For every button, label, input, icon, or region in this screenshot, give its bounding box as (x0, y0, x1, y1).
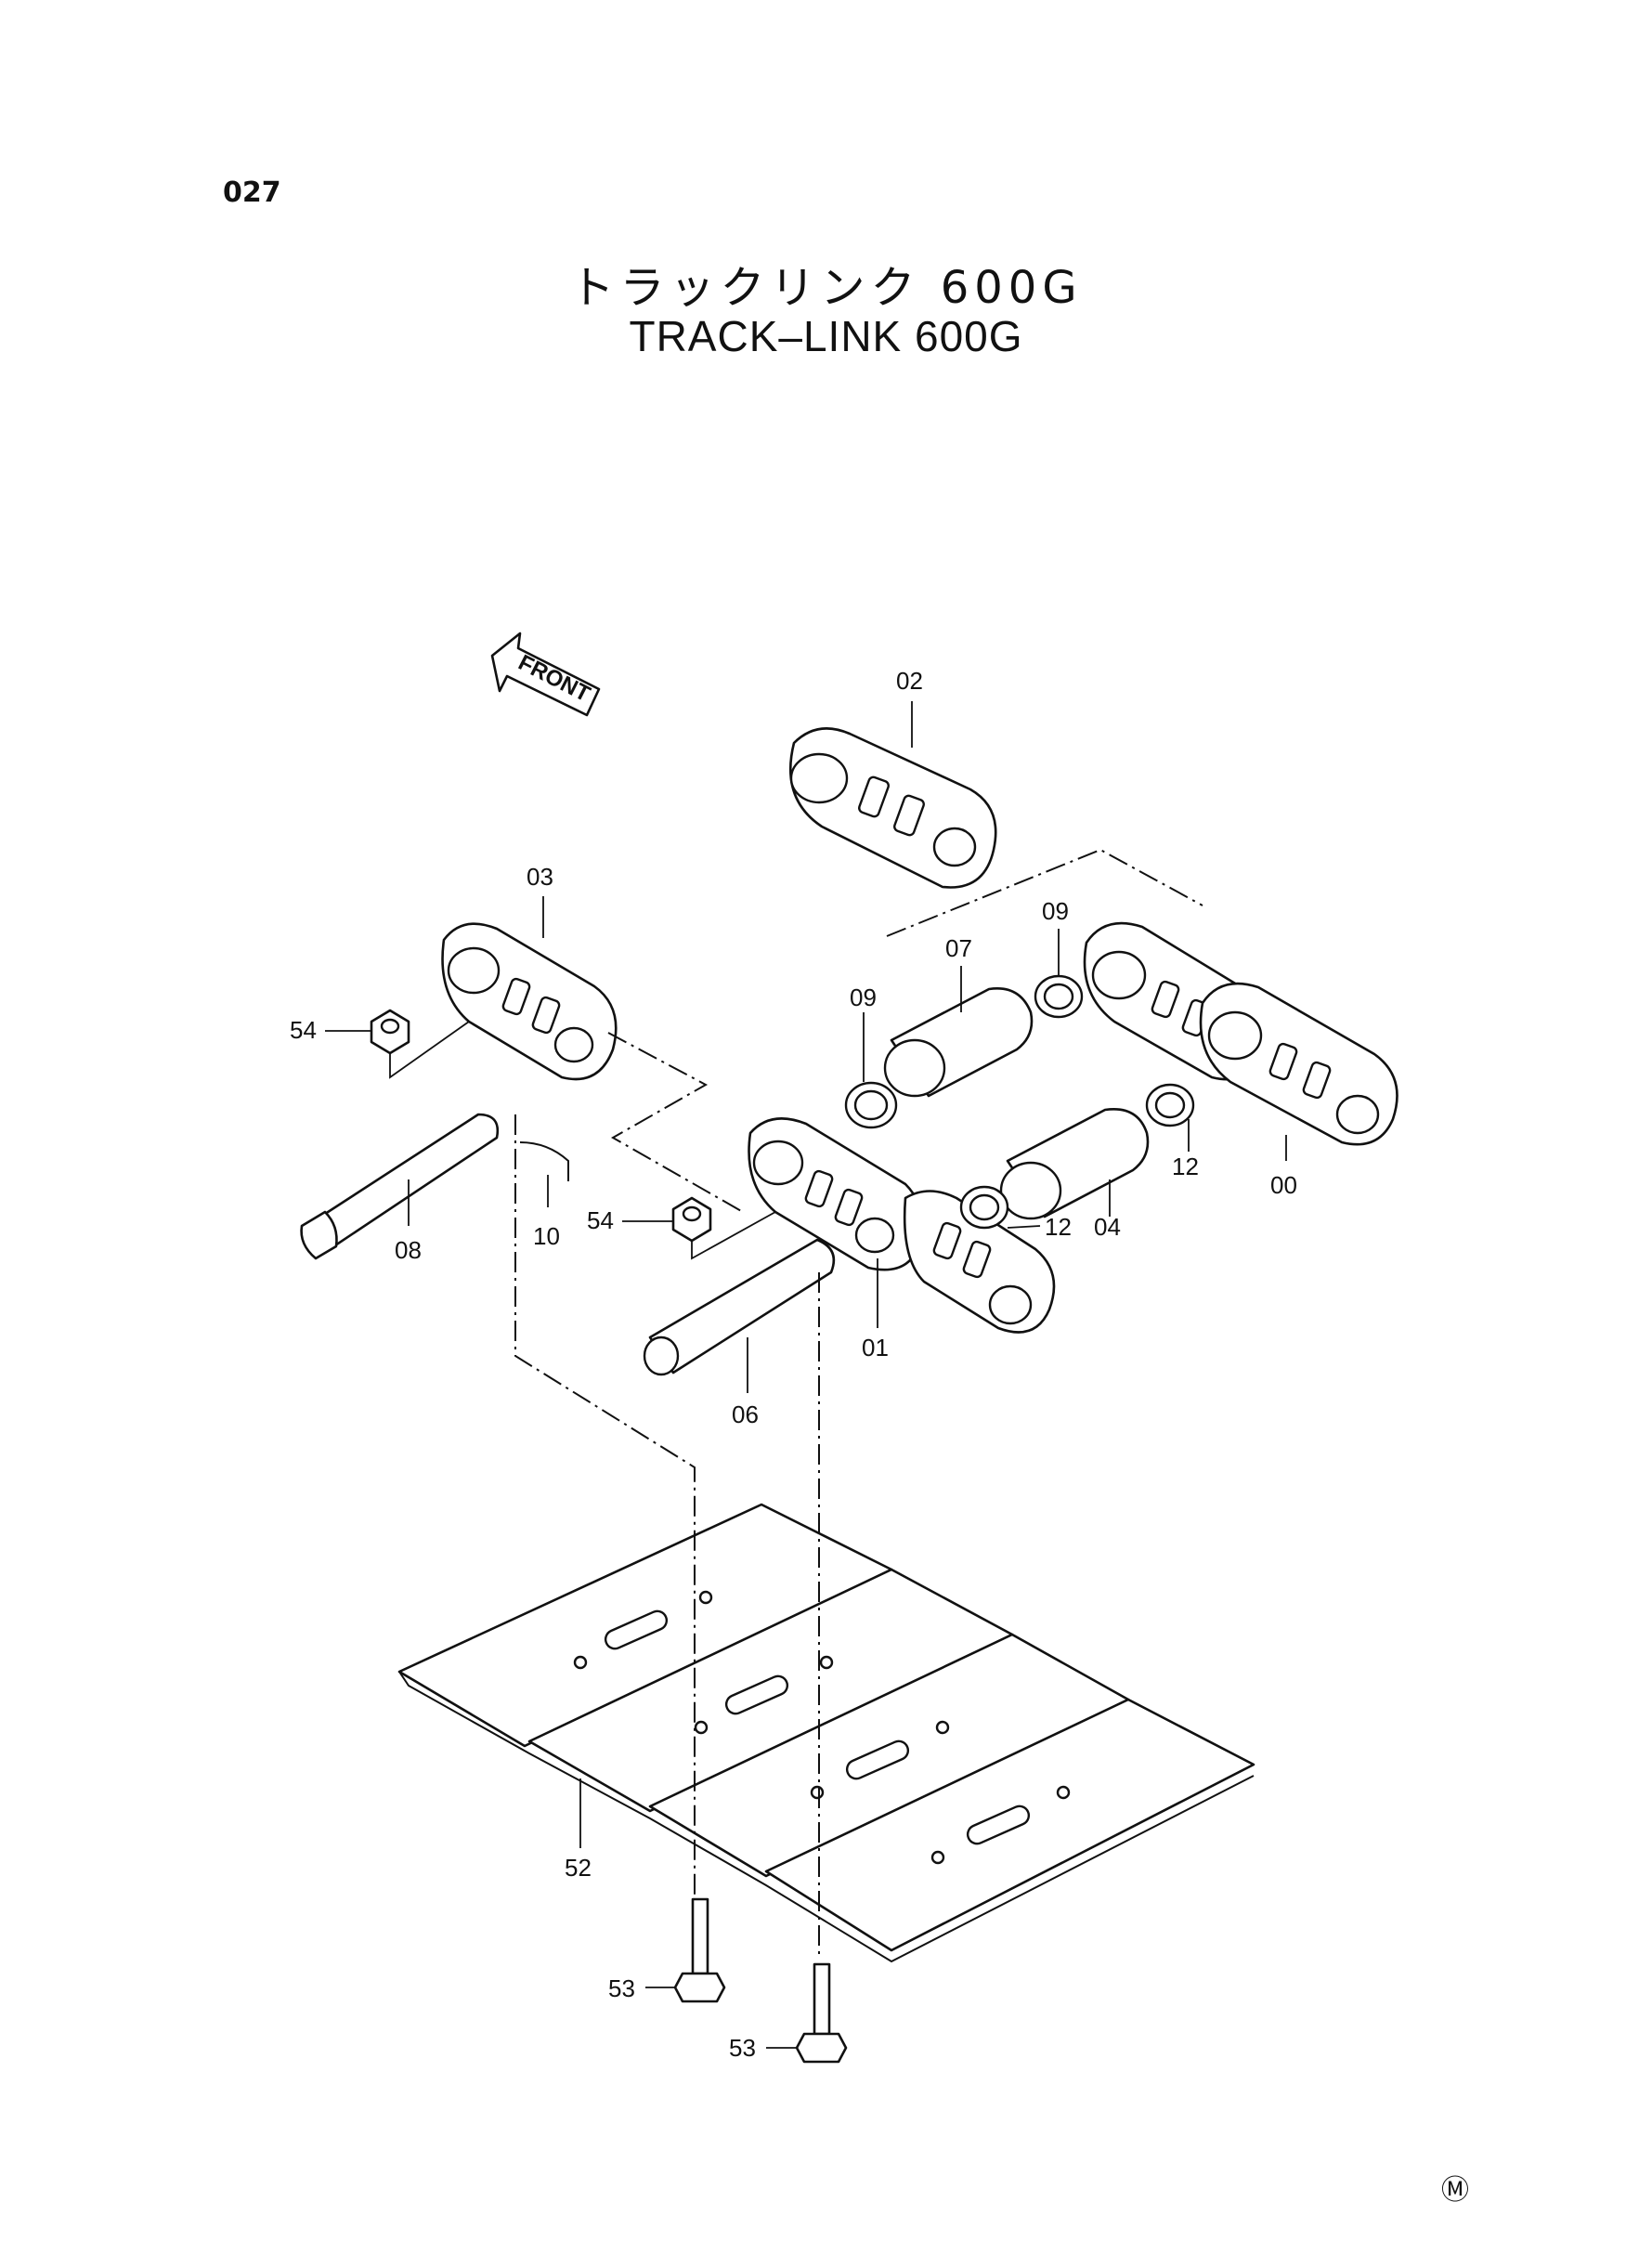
callout-02: 02 (896, 667, 923, 695)
callout-53-right: 53 (729, 2034, 756, 2062)
callout-00: 00 (1270, 1171, 1297, 1199)
track-link-01 (748, 1117, 924, 1271)
callout-09-left: 09 (850, 984, 877, 1011)
bushing-07 (883, 986, 1034, 1098)
seal-12-right (1145, 1083, 1195, 1127)
bolt-53-right (795, 1962, 848, 2064)
track-link-02 (788, 727, 997, 889)
track-link-00-front (1199, 982, 1398, 1146)
callout-01: 01 (862, 1334, 889, 1362)
bushing-04 (999, 1107, 1150, 1220)
callout-54-lower: 54 (587, 1206, 614, 1234)
callout-54-upper: 54 (290, 1016, 317, 1044)
callout-04: 04 (1094, 1213, 1121, 1241)
master-pin-08 (300, 1113, 569, 1260)
callout-07: 07 (945, 934, 972, 962)
seal-12-left (959, 1185, 1009, 1230)
corner-mark: Ⓜ (1441, 2174, 1469, 2207)
callout-09-right: 09 (1042, 897, 1069, 925)
alignment-lines (514, 848, 1203, 1960)
seal-09-right (1034, 974, 1084, 1019)
nut-54-lower (671, 1196, 712, 1243)
track-link-03 (441, 922, 618, 1081)
track-pin-06 (643, 1238, 836, 1376)
page-title-english: TRACK–LINK 600G (629, 312, 1023, 360)
callout-12-left: 12 (1045, 1213, 1072, 1241)
callout-53-left: 53 (608, 1974, 635, 2002)
nut-54-upper (370, 1009, 410, 1055)
leader-lines (325, 701, 1287, 2049)
callout-06: 06 (732, 1401, 759, 1428)
track-link-rear-center (903, 1190, 1056, 1334)
callout-03: 03 (527, 863, 553, 891)
callout-08: 08 (395, 1236, 422, 1264)
callout-12-right: 12 (1172, 1153, 1199, 1180)
seal-09-left (844, 1081, 898, 1129)
track-shoes-52 (397, 1503, 1255, 1963)
front-direction-arrow: FRONT (490, 632, 601, 717)
page-title-japanese: トラックリンク 600G (569, 262, 1083, 314)
page-number: 027 (223, 176, 281, 209)
callout-10: 10 (533, 1222, 560, 1250)
bolt-53-left (673, 1897, 726, 2003)
callout-52: 52 (565, 1854, 592, 1882)
